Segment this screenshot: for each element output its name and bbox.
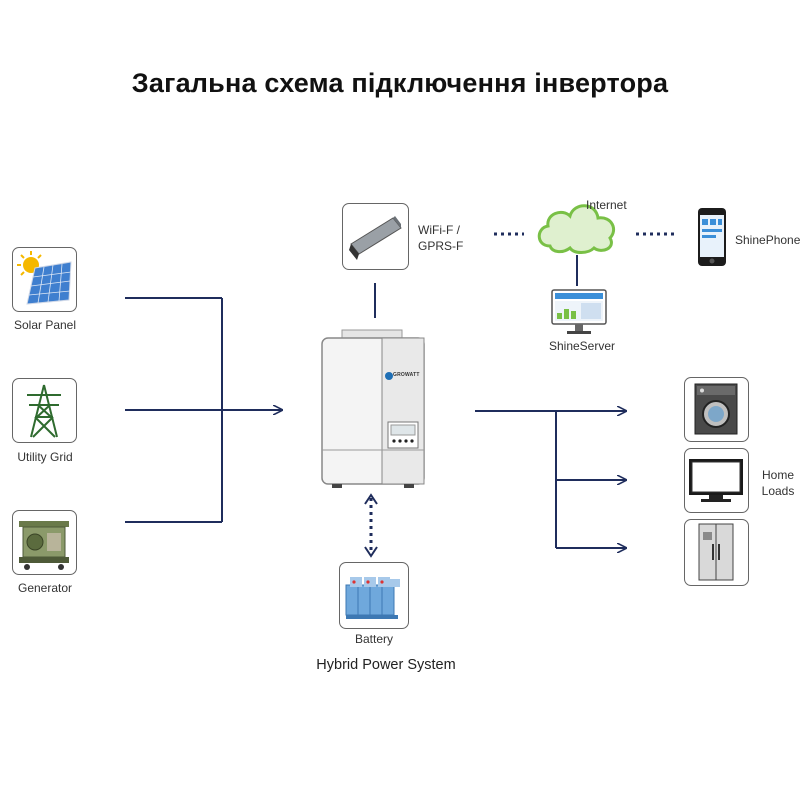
washing-machine-box xyxy=(684,377,749,442)
tv-box xyxy=(684,448,749,513)
home-loads-label-line1: Home xyxy=(761,468,794,482)
generator-box xyxy=(12,510,77,575)
home-loads-label-line2: Loads xyxy=(761,484,795,498)
solar-panel-label: Solar Panel xyxy=(13,318,77,332)
battery-arrow-down xyxy=(364,546,378,558)
battery-box xyxy=(339,562,409,629)
internet-label: Internet xyxy=(586,198,627,212)
tv-icon xyxy=(689,459,743,502)
internet-cloud-icon xyxy=(537,204,615,254)
smartphone-icon xyxy=(698,208,726,266)
solar-panel-box xyxy=(12,247,77,312)
monitor-icon xyxy=(551,289,607,334)
washing-machine-icon xyxy=(694,383,738,435)
fridge-box xyxy=(684,519,749,586)
utility-grid-box xyxy=(12,378,77,443)
battery-label: Battery xyxy=(354,632,393,646)
battery-arrow-up xyxy=(364,493,378,505)
generator-icon xyxy=(19,521,69,570)
inverter-brand: GROWATT xyxy=(393,372,420,378)
diagram-title: Загальна схема підключення інвертора xyxy=(131,68,669,98)
shinephone-label: ShinePhone xyxy=(735,233,800,247)
comm-module-box xyxy=(342,203,409,270)
wifi-label-line1: WiFi-F / xyxy=(418,223,460,237)
wifi-dongle-icon xyxy=(349,216,402,260)
power-tower-icon xyxy=(27,384,61,438)
system-label: Hybrid Power System xyxy=(316,657,456,673)
inverter-icon xyxy=(321,329,425,488)
battery-icon xyxy=(345,577,400,619)
utility-grid-label: Utility Grid xyxy=(17,450,73,464)
shineserver-label: ShineServer xyxy=(548,339,616,353)
solar-panel-icon xyxy=(17,251,72,305)
fridge-icon xyxy=(698,523,734,581)
wifi-label-line2: GPRS-F xyxy=(418,239,464,253)
generator-label: Generator xyxy=(17,581,73,595)
